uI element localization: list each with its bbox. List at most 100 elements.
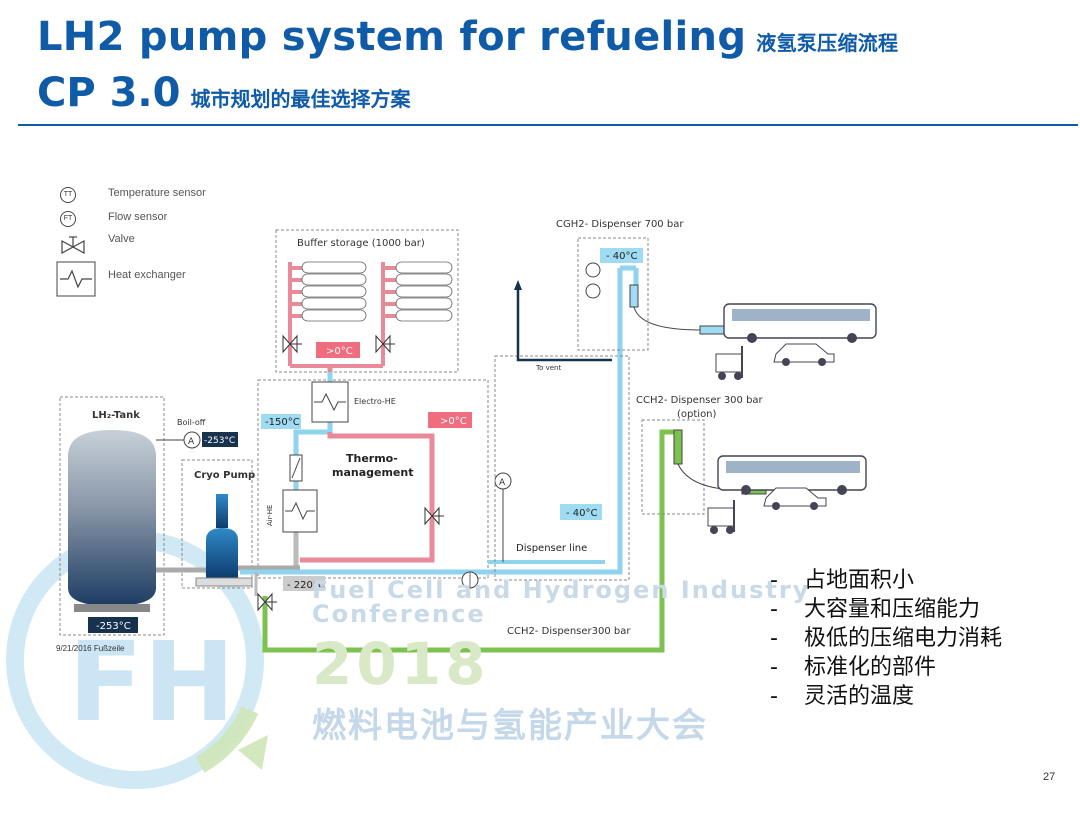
legend-ft-label: Flow sensor <box>108 211 168 223</box>
page-number: 27 <box>1043 771 1056 783</box>
cch2-dispenser-box <box>641 419 705 515</box>
temp-box-m150 <box>261 414 301 429</box>
temp-m220: - 220°C <box>287 580 325 591</box>
cgh2-nozzle <box>629 284 639 308</box>
to-vent-label: To vent <box>535 364 561 372</box>
legend-hx-label: Heat exchanger <box>108 269 186 281</box>
forklift-bottom-icon <box>707 500 735 534</box>
buffer-valve-left-icon <box>282 334 302 354</box>
legend-tt: TT Temperature sensor <box>60 187 206 203</box>
title-divider <box>18 124 1078 126</box>
buffer-valve-right-icon <box>375 334 395 354</box>
tank-base <box>74 604 150 612</box>
blue-dispenser-line <box>240 268 623 575</box>
management-label: management <box>332 466 414 479</box>
temperature-sensor-cgh2-icon <box>585 262 601 278</box>
temp-m40-mid: - 40°C <box>566 508 598 519</box>
boil-off-a-symbol: A <box>188 437 195 447</box>
temp-m253-boiloff: -253°C <box>204 436 235 446</box>
bus-bottom-icon <box>717 455 867 495</box>
temp-gt0-buffer: >0°C <box>326 346 353 357</box>
cgh2-dispenser-box <box>577 237 649 351</box>
cch2-dispenser-label2: (option) <box>677 409 717 420</box>
forklift-top-icon <box>715 346 743 380</box>
dispenser-line-box <box>494 355 630 581</box>
buffer-storage-box <box>275 229 459 373</box>
car-top-icon <box>773 343 835 366</box>
storage-cylinders-left <box>301 261 367 322</box>
green-cch2-pipe <box>262 429 676 653</box>
cryo-pump-icon <box>206 528 238 578</box>
flow-sensor-icon: FT <box>60 211 76 227</box>
list-item: -标准化的部件 <box>770 655 937 680</box>
vent-line <box>516 290 612 362</box>
storage-cylinders-right <box>395 261 453 322</box>
title-line2: CP 3.0 <box>37 70 181 116</box>
buffer-manifold-right <box>381 262 396 366</box>
bus-top-icon <box>723 303 877 343</box>
cgh2-dispenser-label: CGH2- Dispenser 700 bar <box>556 219 684 230</box>
cch2-dispenser-label1: CCH2- Dispenser 300 bar <box>636 395 764 406</box>
temp-box-boiloff <box>202 432 238 447</box>
car-bottom-icon <box>763 487 827 510</box>
cryo-pump-box <box>181 459 253 589</box>
valve-icon <box>61 236 85 255</box>
list-item: -占地面积小 <box>770 568 915 593</box>
slide-subtitle: CP 3.0 城市规划的最佳选择方案 <box>37 70 410 116</box>
title-line1-cn: 液氢泵压缩流程 <box>756 31 899 55</box>
green-valve-icon <box>257 592 277 612</box>
temp-m253-tank: -253°C <box>96 621 131 632</box>
boil-off-label: Boil-off <box>177 418 206 427</box>
temp-m40-top: - 40°C <box>606 251 638 262</box>
lh2-tank-label: LH₂-Tank <box>92 410 140 421</box>
legend-ft: FT Flow sensor <box>60 211 167 227</box>
list-item: -极低的压缩电力消耗 <box>770 626 1003 651</box>
temperature-sensor-icon: TT <box>60 187 76 203</box>
slide-title: LH2 pump system for refueling 液氢泵压缩流程 <box>37 14 898 60</box>
thermo-label: Thermo- <box>346 452 398 465</box>
watermark-year: 2018 <box>312 630 490 698</box>
title-line2-cn: 城市规划的最佳选择方案 <box>190 87 411 111</box>
electro-he-label: Electro-HE <box>354 397 396 406</box>
temp-box-tank <box>88 617 138 633</box>
cch2-bottom-label: CCH2- Dispenser300 bar <box>507 626 631 637</box>
cch2-nozzle <box>673 429 683 465</box>
legend-tt-label: Temperature sensor <box>108 187 206 199</box>
lh2-tank-box <box>59 396 165 636</box>
cgh2-hose <box>633 306 701 331</box>
watermark-conference: Fuel Cell and Hydrogen Industry Conferen… <box>312 578 810 626</box>
vent-arrow-icon <box>514 280 522 290</box>
watermark-line1: Fuel Cell and Hydrogen Industry <box>312 576 811 604</box>
temp-box-m40-top <box>600 248 643 263</box>
temp-box-m220 <box>283 576 325 591</box>
thermo-valve-icon <box>424 506 444 526</box>
temp-box-m40-mid <box>560 504 602 520</box>
red-pipe-thermo <box>300 432 435 563</box>
watermark-cn: 燃料电池与氢能产业大会 <box>312 706 708 746</box>
cryo-pump-shaft <box>216 494 228 528</box>
analyzer-a-symbol: A <box>499 478 506 488</box>
heat-exchanger-icon <box>56 261 96 297</box>
temp-gt0-thermo: >0°C <box>440 416 467 427</box>
cgh2-hose-end <box>699 325 727 335</box>
list-item: -大容量和压缩能力 <box>770 597 981 622</box>
legend-valve-label: Valve <box>108 233 135 245</box>
buffer-manifold-left <box>288 262 302 366</box>
watermark-line2: Conference <box>312 600 486 628</box>
watermark-logo-text: FH <box>68 618 235 746</box>
temp-box-thermo <box>428 412 472 428</box>
lh2-tank-vessel <box>68 430 156 606</box>
thermo-management-box <box>257 379 489 579</box>
title-line1: LH2 pump system for refueling <box>37 14 747 60</box>
buffer-storage-label: Buffer storage (1000 bar) <box>297 238 425 249</box>
temp-m150: -150°C <box>265 417 300 428</box>
temp-box-buffer <box>316 342 360 358</box>
boil-off-analyzer-icon <box>183 431 201 449</box>
pump-base <box>195 577 253 587</box>
dispenser-line-label: Dispenser line <box>516 543 587 554</box>
footer-date: 9/21/2016 Fußzeile <box>56 644 125 653</box>
benefits-list: -占地面积小 -大容量和压缩能力 -极低的压缩电力消耗 -标准化的部件 -灵活的… <box>770 566 1002 711</box>
list-item: -灵活的温度 <box>770 684 915 709</box>
air-he-label: Air-HE <box>266 505 274 526</box>
